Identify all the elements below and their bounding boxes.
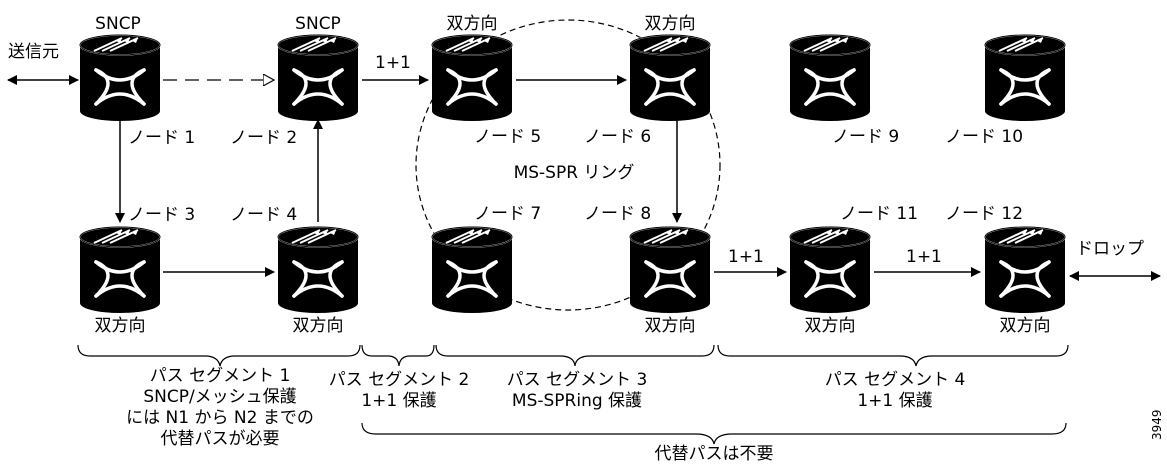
no-alt-path-label: 代替パスは不要 xyxy=(654,444,774,464)
node-6-label: ノード 6 xyxy=(584,127,652,147)
segment-1-line-1: パス セグメント 1 xyxy=(149,366,291,386)
node-11-icon xyxy=(788,225,872,315)
segment-3-line-2: MS-SPRing 保護 xyxy=(511,391,643,411)
node-11-type-label: 双方向 xyxy=(804,316,856,336)
figure-number: 3949 xyxy=(1150,409,1164,440)
node-12-label: ノード 12 xyxy=(945,204,1024,224)
segment-4-caption: パス セグメント 4 1+1 保護 xyxy=(825,370,966,412)
segment-4-brace xyxy=(717,344,1069,367)
node-1-label: ノード 1 xyxy=(128,128,196,148)
segment-3-caption: パス セグメント 3 MS-SPRing 保護 xyxy=(507,370,648,412)
segment-1-line-4: 代替パスが必要 xyxy=(160,429,280,449)
ms-spr-ring xyxy=(415,19,721,311)
segment-2-caption: パス セグメント 2 1+1 保護 xyxy=(329,370,470,412)
segment-3-line-1: パス セグメント 3 xyxy=(506,370,648,390)
segment-4-line-2: 1+1 保護 xyxy=(857,391,933,411)
segment-1-caption: パス セグメント 1 SNCP/メッシュ保護 には N1 から N2 までの 代… xyxy=(126,366,314,450)
node-8-type-label: 双方向 xyxy=(644,316,696,336)
node-5-label: ノード 5 xyxy=(474,127,542,147)
node-2-icon xyxy=(276,33,360,123)
node-7-icon xyxy=(430,225,514,315)
node-4-label: ノード 4 xyxy=(230,205,298,225)
segment-2-line-1: パス セグメント 2 xyxy=(328,370,470,390)
node-3-icon xyxy=(78,225,162,315)
segment-1-line-2: SNCP/メッシュ保護 xyxy=(143,387,297,407)
segment-1-line-3: には N1 から N2 までの xyxy=(126,408,314,428)
link-n11-n12-label: 1+1 xyxy=(906,247,942,267)
link-n8-n11-label: 1+1 xyxy=(728,247,764,267)
node-9-label: ノード 9 xyxy=(832,127,900,147)
no-alt-path-brace xyxy=(361,422,1067,445)
node-5-type-label: 双方向 xyxy=(446,14,498,34)
link-n2-n5-label: 1+1 xyxy=(375,53,411,73)
node-10-label: ノード 10 xyxy=(945,127,1024,147)
node-10-icon xyxy=(983,33,1067,123)
node-3-label: ノード 3 xyxy=(128,205,196,225)
segment-2-brace xyxy=(361,344,435,367)
node-4-icon xyxy=(276,225,360,315)
segment-3-brace xyxy=(435,344,715,367)
node-7-label: ノード 7 xyxy=(474,204,542,224)
node-6-icon xyxy=(628,33,712,123)
node-1-type-label: SNCP xyxy=(95,14,141,34)
node-11-label: ノード 11 xyxy=(840,204,919,224)
node-2-type-label: SNCP xyxy=(295,14,341,34)
node-4-type-label: 双方向 xyxy=(292,316,344,336)
node-5-icon xyxy=(430,33,514,123)
node-9-icon xyxy=(788,33,872,123)
ring-label: MS-SPR リング xyxy=(513,163,635,183)
node-2-label: ノード 2 xyxy=(230,128,298,148)
node-8-label: ノード 8 xyxy=(584,204,652,224)
segment-4-line-1: パス セグメント 4 xyxy=(824,370,966,390)
node-12-type-label: 双方向 xyxy=(999,316,1051,336)
segment-2-line-2: 1+1 保護 xyxy=(361,391,437,411)
segment-1-brace xyxy=(77,344,361,367)
node-3-type-label: 双方向 xyxy=(94,316,146,336)
node-8-icon xyxy=(628,225,712,315)
node-12-icon xyxy=(983,225,1067,315)
source-label: 送信元 xyxy=(8,42,59,62)
drop-label: ドロップ xyxy=(1076,239,1144,259)
node-1-icon xyxy=(78,33,162,123)
node-6-type-label: 双方向 xyxy=(644,14,696,34)
